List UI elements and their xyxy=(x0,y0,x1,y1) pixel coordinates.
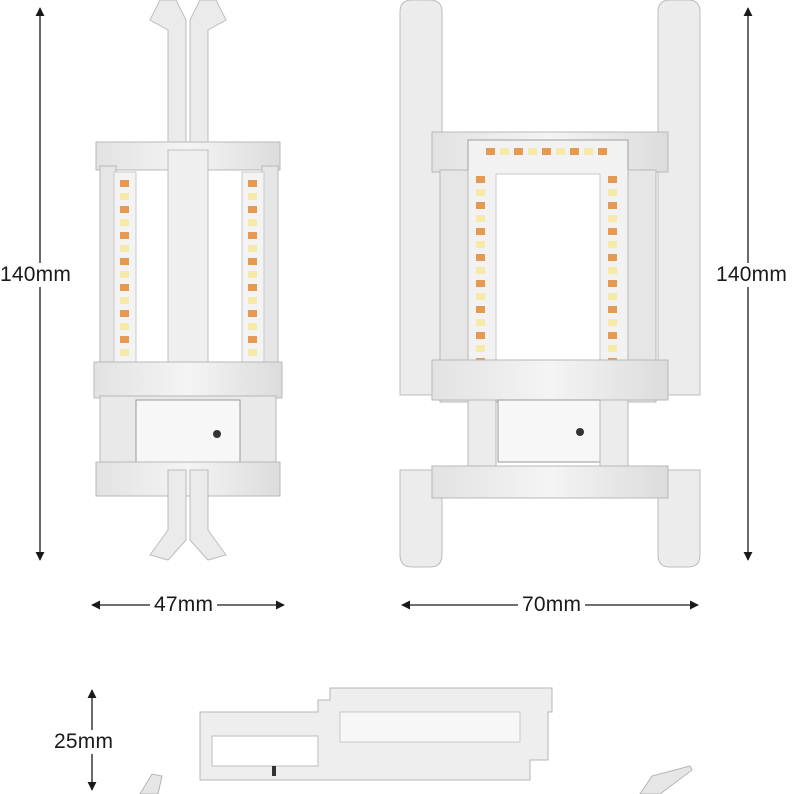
led-chip xyxy=(120,193,129,200)
led-chip xyxy=(608,254,617,261)
led-chip xyxy=(608,267,617,274)
led-chip xyxy=(476,267,485,274)
left-height-label: 140mm xyxy=(0,263,72,287)
controller-box-right xyxy=(497,399,601,463)
led-chip xyxy=(476,319,485,326)
power-button-right xyxy=(576,428,584,436)
led-chip xyxy=(476,241,485,248)
led-chip xyxy=(608,215,617,222)
led-chip xyxy=(608,241,617,248)
led-chip xyxy=(476,215,485,222)
led-chip xyxy=(476,189,485,196)
folded-light-unit xyxy=(93,0,283,561)
led-chip xyxy=(248,258,257,265)
led-chip xyxy=(120,258,129,265)
led-chip xyxy=(120,206,129,213)
led-chip xyxy=(248,180,257,187)
led-chip xyxy=(476,345,485,352)
led-chip xyxy=(608,176,617,183)
led-chip xyxy=(542,148,551,155)
led-chip xyxy=(608,293,617,300)
led-strip-right xyxy=(241,171,265,363)
right-height-label: 140mm xyxy=(716,263,788,287)
led-strip-left xyxy=(113,171,137,363)
profile-height-label: 25mm xyxy=(54,730,114,754)
led-chip xyxy=(608,228,617,235)
led-chip xyxy=(248,310,257,317)
led-chip xyxy=(120,297,129,304)
left-width-label: 47mm xyxy=(150,593,218,617)
led-chip xyxy=(486,148,495,155)
led-chip xyxy=(608,202,617,209)
led-chip xyxy=(528,148,537,155)
led-chip xyxy=(476,176,485,183)
led-chip xyxy=(608,332,617,339)
led-chip xyxy=(248,219,257,226)
led-chip xyxy=(120,180,129,187)
led-chip xyxy=(248,349,257,356)
led-chip xyxy=(608,306,617,313)
led-chip xyxy=(608,280,617,287)
led-chip xyxy=(598,148,607,155)
led-chip xyxy=(476,293,485,300)
led-chip xyxy=(476,202,485,209)
led-chip xyxy=(248,284,257,291)
led-chip xyxy=(584,148,593,155)
led-chip xyxy=(248,206,257,213)
led-chip xyxy=(248,193,257,200)
led-chip xyxy=(248,297,257,304)
led-chip xyxy=(476,332,485,339)
power-button xyxy=(213,430,221,438)
led-chip xyxy=(120,284,129,291)
led-chip xyxy=(120,336,129,343)
led-chip xyxy=(556,148,565,155)
led-chip xyxy=(500,148,509,155)
led-chip xyxy=(608,345,617,352)
led-chip xyxy=(476,228,485,235)
side-profile xyxy=(139,687,693,794)
controller-box xyxy=(135,399,241,463)
led-chip xyxy=(248,323,257,330)
right-width-label: 70mm xyxy=(518,593,586,617)
led-chip xyxy=(476,280,485,287)
led-chip xyxy=(120,219,129,226)
led-chip xyxy=(248,271,257,278)
led-chip xyxy=(608,319,617,326)
led-chip xyxy=(608,189,617,196)
led-chip xyxy=(120,310,129,317)
led-chip xyxy=(476,306,485,313)
led-chip xyxy=(248,232,257,239)
led-chip xyxy=(514,148,523,155)
led-chip xyxy=(120,323,129,330)
led-chip xyxy=(248,245,257,252)
led-chip xyxy=(120,271,129,278)
led-chip xyxy=(570,148,579,155)
unfolded-light-unit xyxy=(399,0,701,568)
led-chip xyxy=(120,232,129,239)
led-chip xyxy=(120,349,129,356)
led-chip xyxy=(248,336,257,343)
led-chip xyxy=(476,254,485,261)
led-chip xyxy=(120,245,129,252)
